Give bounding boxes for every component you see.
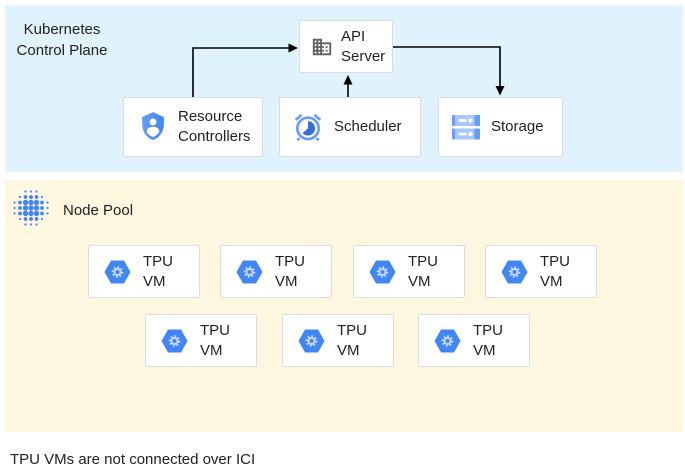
tpu-vm-label: TPU VM [337, 321, 367, 359]
scheduler-node: Scheduler [279, 97, 421, 157]
tpu-vm-node: TPU VM [220, 245, 332, 298]
tpu-vm-label: TPU VM [200, 321, 230, 359]
tpu-hexagon-gear-icon [161, 329, 188, 353]
storage-label: Storage [491, 118, 544, 135]
node-pool-zone [5, 180, 683, 432]
tpu-vm-label: TPU VM [408, 252, 438, 290]
node-pool-label: Node Pool [63, 202, 134, 219]
control-plane-label: Kubernetes Control Plane [16, 21, 108, 59]
tpu-hexagon-gear-icon [369, 260, 396, 284]
tpu-hexagon-gear-icon [434, 329, 461, 353]
api-server-node: API Server [299, 20, 393, 73]
dot-cluster-icon [12, 189, 50, 232]
tpu-hexagon-gear-icon [104, 260, 131, 284]
scheduler-label: Scheduler [334, 118, 402, 135]
node-pool-header: Node Pool [12, 189, 133, 232]
tpu-hexagon-gear-icon [501, 260, 528, 284]
tpu-vm-node: TPU VM [145, 314, 257, 367]
tpu-vm-node: TPU VM [353, 245, 465, 298]
api-server-label: API Server [341, 27, 386, 65]
tpu-vm-label: TPU VM [473, 321, 503, 359]
tpu-vm-label: TPU VM [143, 252, 173, 290]
tpu-vm-node: TPU VM [282, 314, 394, 367]
tpu-vm-label: TPU VM [275, 252, 305, 290]
tpu-vm-node: TPU VM [88, 245, 200, 298]
alarm-clock-icon [292, 111, 324, 143]
diagram-caption: TPU VMs are not connected over ICI [10, 451, 256, 468]
building-icon [311, 36, 333, 58]
disk-stack-icon [451, 114, 481, 141]
tpu-hexagon-gear-icon [236, 260, 263, 284]
storage-node: Storage [438, 97, 563, 157]
resource-controllers-label: Resource Controllers [178, 108, 251, 145]
tpu-vm-label: TPU VM [540, 252, 570, 290]
resource-controllers-node: Resource Controllers [123, 97, 263, 157]
tpu-vm-node: TPU VM [418, 314, 530, 367]
shield-user-icon [139, 111, 167, 143]
tpu-hexagon-gear-icon [298, 329, 325, 353]
tpu-vm-node: TPU VM [485, 245, 597, 298]
